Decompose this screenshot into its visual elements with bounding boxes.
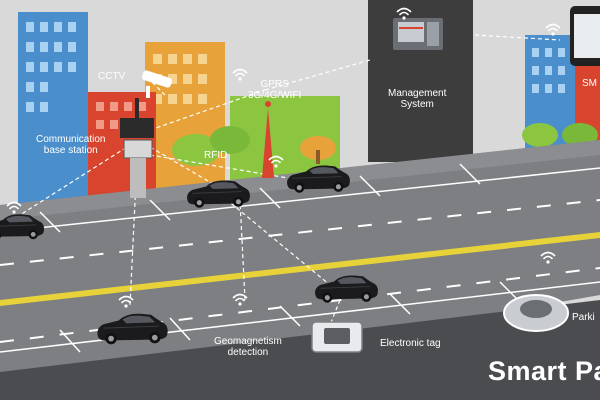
gprs-label-line1: GPRS [260, 79, 289, 90]
gprs-label: GPRS 3G/4G/WIFI [248, 79, 301, 101]
parking-sensor-icon [503, 294, 569, 332]
comm-label-line1: Communication [36, 134, 106, 145]
geo-label-line1: Geomagnetism [214, 336, 282, 347]
management-system-label: Management System [388, 88, 446, 110]
cctv-camera-icon [141, 70, 173, 98]
comm-label-line2: base station [43, 145, 98, 156]
geo-label-line2: detection [227, 347, 269, 358]
cctv-label: CCTV [98, 71, 126, 82]
gprs-label-line2: 3G/4G/WIFI [248, 90, 302, 101]
trees [172, 123, 598, 166]
smart-parking-title: Smart Pa [488, 356, 600, 386]
management-label-line2: System [400, 99, 434, 110]
antenna-tower-icon [262, 101, 274, 178]
management-label-line1: Management [388, 88, 447, 99]
sms-label: SM [582, 78, 597, 89]
rfid-label: RFID [204, 150, 228, 161]
electronic-tag-label: Electronic tag [380, 338, 441, 349]
electronic-tag-icon [311, 321, 363, 353]
parking-label: Parki [572, 312, 595, 323]
communication-base-station-label: Communication base station [36, 134, 105, 156]
geomagnetism-detection-label: Geomagnetism detection [214, 336, 282, 358]
base-station-icon [120, 98, 154, 198]
management-building [368, 0, 473, 162]
smartphone-icon [570, 6, 600, 66]
